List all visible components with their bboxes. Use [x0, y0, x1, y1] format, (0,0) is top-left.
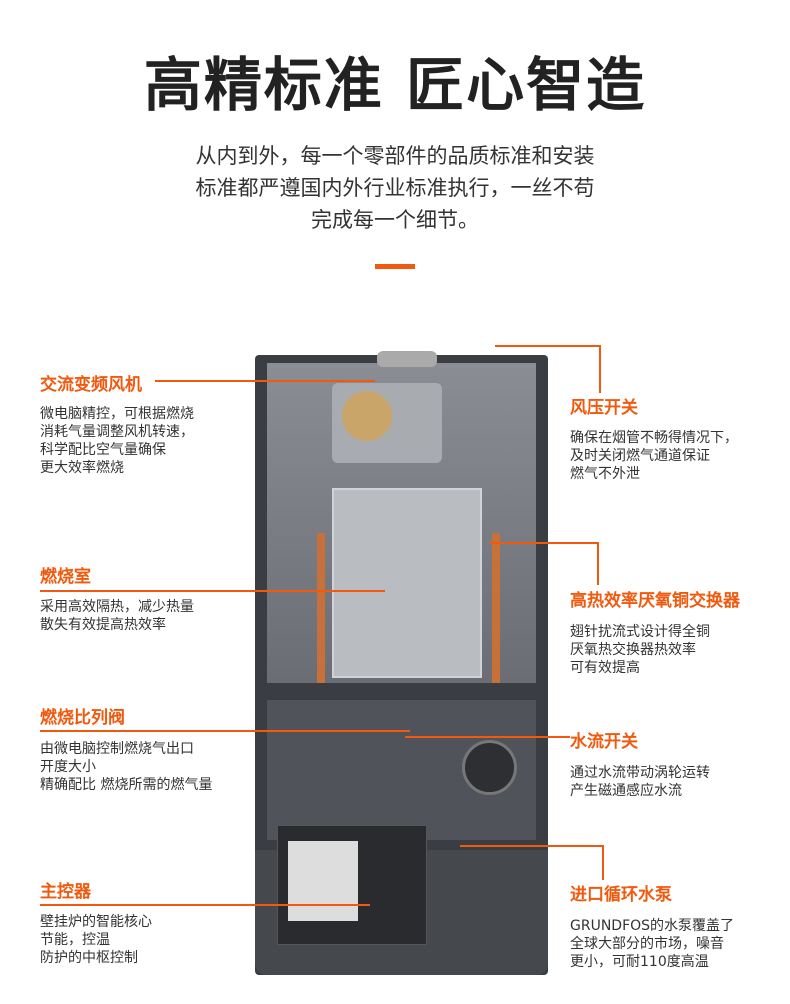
leader-line [599, 345, 601, 393]
boiler-image [255, 351, 548, 975]
feature-title-chamber: 燃烧室 [40, 567, 91, 587]
feature-desc-valve: 由微电脑控制燃烧气出口 开度大小 精确配比 燃烧所需的燃气量 [40, 741, 213, 793]
controller-label [288, 841, 358, 921]
leader-line [597, 542, 599, 585]
fan-motor [342, 391, 392, 441]
leader-line [602, 845, 604, 880]
fan-unit [332, 383, 442, 463]
feature-desc-heat-exchanger: 翅针扰流式设计得全铜 厌氧热交换器热效率 可有效提高 [570, 624, 710, 676]
flue-outlet [377, 351, 437, 367]
feature-title-pump: 进口循环水泵 [570, 885, 672, 905]
leader-line [40, 904, 370, 906]
leader-line [490, 542, 598, 544]
intro-line: 标准都严遵国内外行业标准执行，一丝不苟 [195, 176, 595, 200]
feature-desc-fan: 微电脑精控，可根据燃烧 消耗气量调整风机转速， 科学配比空气量确保 更大效率燃烧 [40, 406, 194, 476]
feature-title-controller: 主控器 [40, 882, 91, 902]
feature-desc-flow-switch: 通过水流带动涡轮运转 产生磁通感应水流 [570, 765, 710, 799]
leader-line [40, 730, 410, 732]
leader-line [495, 345, 601, 347]
intro-line: 完成每一个细节。 [311, 208, 479, 232]
leader-line [40, 590, 385, 592]
leader-line [405, 736, 570, 738]
intro-text: 从内到外，每一个零部件的品质标准和安装 标准都严遵国内外行业标准执行，一丝不苟 … [0, 140, 790, 236]
accent-divider [375, 264, 415, 269]
feature-desc-controller: 壁挂炉的智能核心 节能，控温 防护的中枢控制 [40, 914, 152, 966]
page-title: 高精标准 匠心智造 [143, 51, 647, 119]
copper-pipe [492, 533, 500, 683]
feature-title-pressure-switch: 风压开关 [570, 398, 638, 418]
feature-title-flow-switch: 水流开关 [570, 732, 638, 752]
feature-desc-chamber: 采用高效隔热，减少热量 散失有效提高热效率 [40, 599, 194, 633]
intro-line: 从内到外，每一个零部件的品质标准和安装 [195, 144, 595, 168]
feature-title-valve: 燃烧比列阀 [40, 708, 125, 728]
leader-line [155, 380, 375, 382]
feature-desc-pump: GRUNDFOS的水泵覆盖了 全球大部分的市场，噪音 更小，可耐110度高温 [570, 918, 735, 970]
boiler-lower-section [267, 700, 536, 840]
circulation-pump [462, 740, 517, 795]
boiler-upper-cabinet [267, 351, 536, 683]
feature-desc-pressure-switch: 确保在烟管不畅得情况下， 及时关闭燃气通道保证 燃气不外泄 [570, 430, 738, 482]
main-controller [277, 825, 427, 945]
feature-title-heat-exchanger: 高热效率厌氧铜交换器 [570, 591, 740, 611]
feature-title-fan: 交流变频风机 [40, 375, 142, 395]
leader-line [460, 845, 604, 847]
combustion-chamber [332, 488, 482, 678]
copper-pipe [317, 533, 325, 683]
